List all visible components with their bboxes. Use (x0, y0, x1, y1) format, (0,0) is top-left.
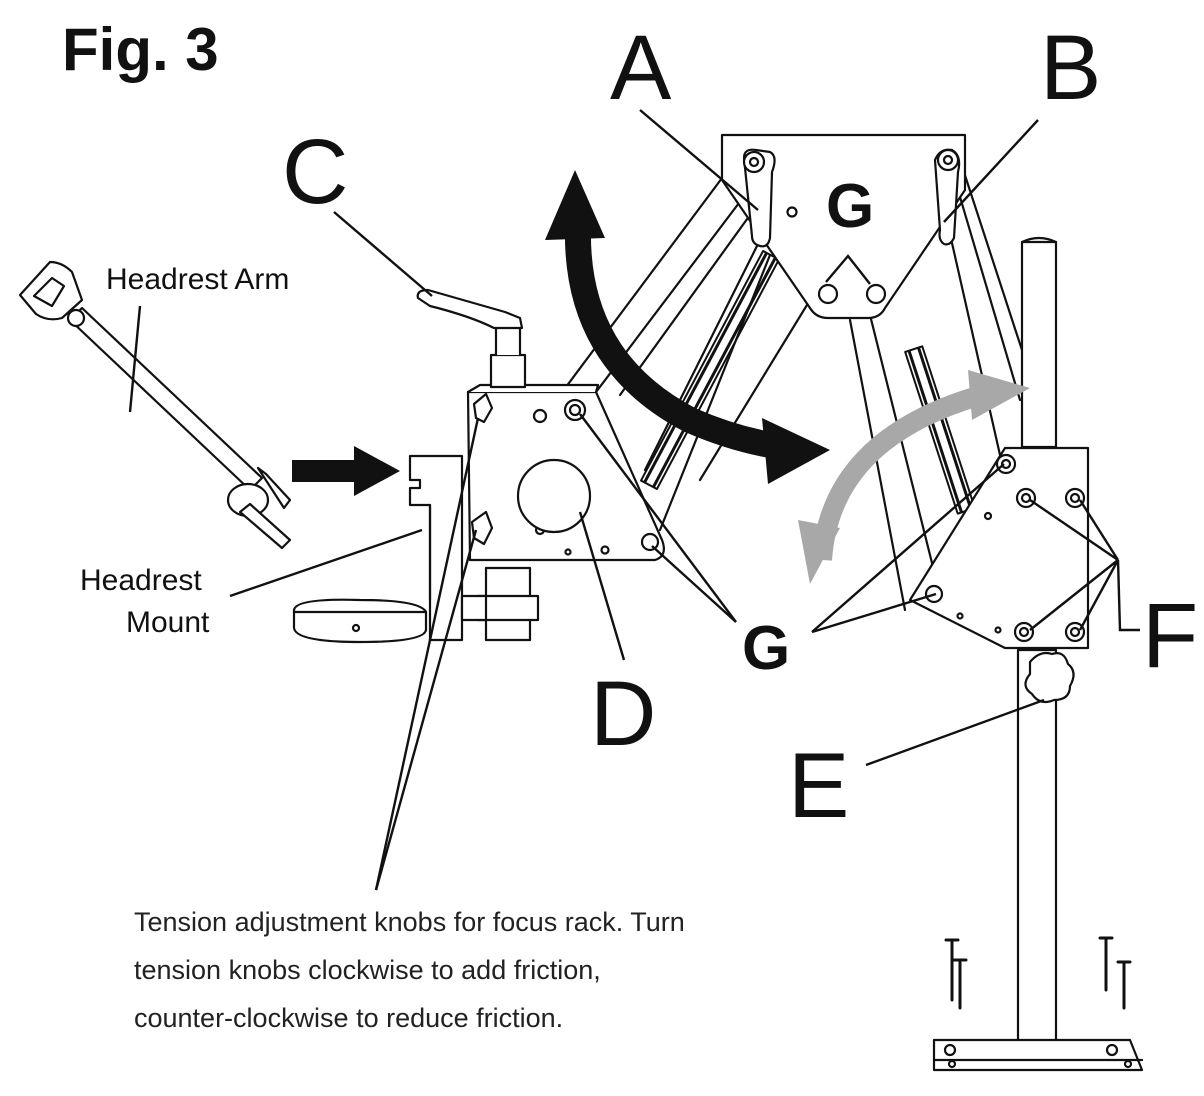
bracket-bolt-g2 (640, 532, 660, 552)
label-g-top: G (826, 172, 875, 241)
leader-lines (128, 109, 1140, 891)
label-headrest-mount-line2: Mount (126, 606, 210, 639)
label-f: F (1142, 585, 1199, 687)
slot-link-a (742, 148, 776, 248)
right-bolt-f3 (1013, 621, 1035, 643)
label-a: A (610, 17, 672, 119)
lever-c (416, 288, 524, 330)
label-d: D (590, 663, 657, 765)
tension-knob-caption: Tension adjustment knobs for focus rack.… (134, 907, 685, 1033)
label-e: E (788, 735, 850, 837)
mounting-screws (944, 936, 1132, 1010)
label-c: C (282, 121, 349, 223)
right-bolt-f2 (1064, 487, 1086, 509)
figure-title: Fig. 3 (62, 16, 219, 83)
column-motion-arrow-gray (798, 370, 1030, 584)
label-b: B (1040, 17, 1102, 119)
label-g-bottom: G (742, 614, 791, 683)
right-bolt-f4 (1064, 621, 1086, 643)
tension-spring-left (640, 249, 780, 491)
vertical-column-upper (1020, 240, 1058, 449)
vertical-column-lower (1016, 648, 1058, 1062)
right-bracket-plate (908, 446, 1090, 650)
right-bolt-f1 (1015, 487, 1037, 509)
mount-clamp-band (292, 598, 428, 644)
headrest-insert-arrow (292, 446, 400, 496)
headrest-arm-drawing (18, 260, 292, 550)
knob-d (516, 458, 592, 534)
label-headrest-mount-line1: Headrest (80, 564, 202, 597)
top-pivot-plate (720, 133, 967, 320)
knob-e (1024, 651, 1075, 704)
lever-post (489, 353, 527, 389)
label-headrest-arm: Headrest Arm (106, 263, 290, 296)
tension-knob-upper (472, 392, 494, 424)
pivot-motion-arrow-black (545, 170, 830, 484)
right-bolt-g3 (995, 453, 1017, 475)
linkage-arm-lines (558, 158, 1037, 612)
